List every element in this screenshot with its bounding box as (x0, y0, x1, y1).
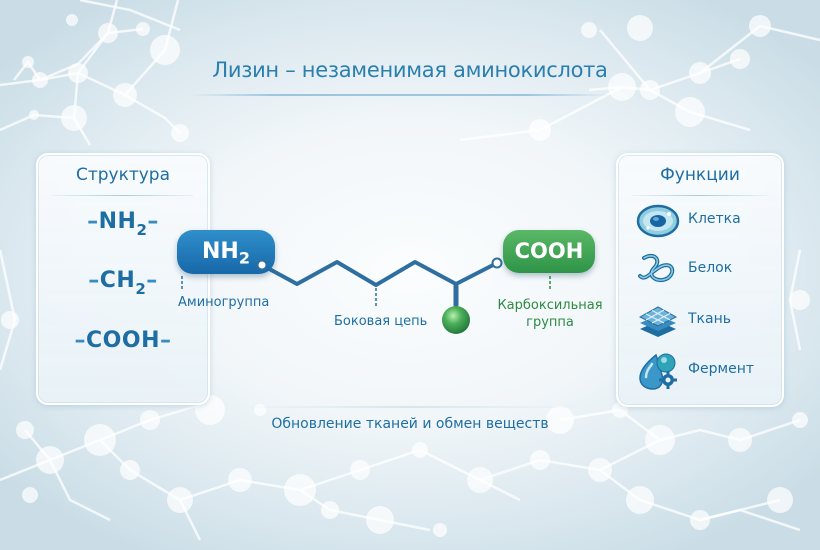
functions-panel-title: Функции (660, 165, 740, 185)
formula-cooh: –COOH– (74, 328, 172, 353)
title-divider (190, 94, 610, 96)
footer-caption: Обновление тканей и обмен веществ (271, 416, 549, 432)
protein-icon (638, 253, 675, 283)
side-chain-label: Боковая цепь (334, 314, 428, 329)
carboxyl-group-label-line2: группа (526, 315, 574, 330)
structure-panel-title: Структура (75, 165, 171, 185)
enzyme-icon (639, 353, 677, 390)
functions-panel-divider (632, 195, 768, 196)
carboxyl-group-label-line1: Карбоксильная (497, 298, 603, 313)
functions-panel: Функции Клетка Белок (616, 153, 784, 407)
amino-group-label: Аминогруппа (178, 295, 270, 310)
formula-nh2: –NH2– (87, 209, 159, 240)
page-title: Лизин – незаменимая аминокислота (212, 58, 608, 82)
footer-divider (240, 406, 580, 408)
carboxyl-group-pill: COOH (503, 230, 595, 273)
cell-icon (636, 204, 680, 238)
tissue-icon (638, 306, 678, 337)
structure-panel-divider (52, 195, 194, 196)
side-chain-atom (442, 306, 470, 334)
amino-group-pill: NH2 (177, 230, 275, 274)
formula-ch2: –CH2– (88, 268, 158, 299)
structure-panel: Структура –NH2– –CH2– –COOH– (36, 153, 210, 405)
